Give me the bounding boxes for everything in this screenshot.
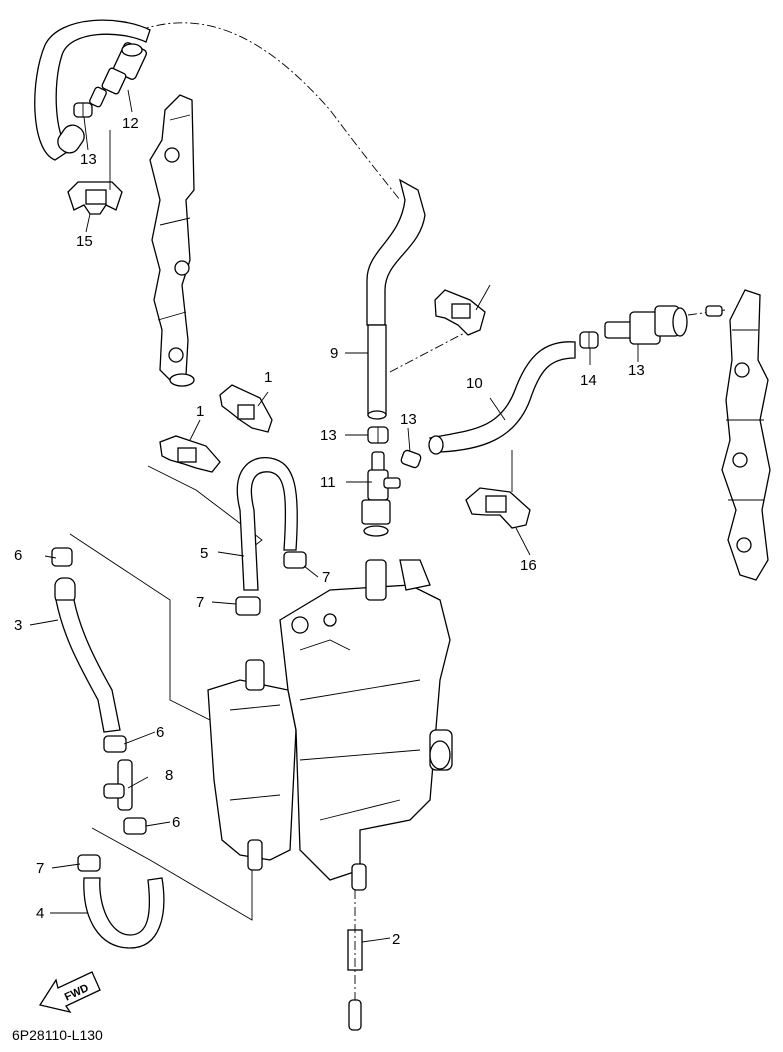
callout-4: 5 bbox=[200, 545, 208, 562]
hose-top-left bbox=[34, 19, 151, 161]
callout-5: 4 bbox=[36, 905, 44, 922]
holder-1-upper bbox=[219, 384, 273, 433]
clip-13-top-left bbox=[73, 102, 93, 118]
holder-1-lower bbox=[159, 435, 221, 473]
callout-3: 3 bbox=[14, 617, 22, 634]
callout-2: 2 bbox=[392, 931, 400, 948]
holder-16 bbox=[434, 289, 486, 336]
callout-14: 15 bbox=[76, 233, 93, 250]
callout-11-right: 13 bbox=[628, 362, 645, 379]
drawing-code: 6P28110-L130 bbox=[12, 1027, 103, 1043]
callout-11-top: 12 bbox=[122, 115, 139, 132]
callout-7-upper: 7 bbox=[322, 569, 330, 586]
lead-hose-5 bbox=[91, 827, 253, 921]
callout-13-center-right: 13 bbox=[400, 411, 417, 428]
callout-13-top: 13 bbox=[80, 151, 97, 168]
leader-lines bbox=[29, 89, 639, 943]
callout-6-upper: 6 bbox=[14, 547, 22, 564]
callout-9: 9 bbox=[330, 345, 338, 362]
hose-5 bbox=[83, 877, 165, 949]
hose-3 bbox=[54, 577, 121, 733]
lead-hose-3 bbox=[69, 533, 211, 721]
clip-13-center-right bbox=[400, 449, 422, 469]
joint-11-right bbox=[604, 305, 688, 345]
fuel-rail-right bbox=[721, 289, 771, 581]
fuel-rail-left bbox=[149, 94, 195, 387]
hose-4 bbox=[236, 456, 298, 591]
callout-6-lower: 6 bbox=[172, 814, 180, 831]
callout-1-upper: 1 bbox=[264, 369, 272, 386]
clip-7-middle bbox=[235, 596, 261, 616]
callout-15: 16 bbox=[520, 557, 537, 574]
lead-line-9 bbox=[389, 329, 471, 373]
nipple-right bbox=[705, 305, 723, 317]
callout-7-lower: 7 bbox=[36, 860, 44, 877]
callout-6-middle: 6 bbox=[156, 724, 164, 741]
holder-15 bbox=[465, 487, 531, 529]
callout-7-middle: 7 bbox=[196, 594, 204, 611]
callout-10: 10 bbox=[466, 375, 483, 392]
return-line-dashed bbox=[139, 22, 401, 201]
callout-8: 8 bbox=[165, 767, 173, 784]
hose-10 bbox=[428, 341, 576, 455]
clip-6-upper bbox=[51, 547, 73, 567]
holder-14 bbox=[67, 181, 123, 215]
joint-12 bbox=[361, 451, 401, 537]
fuel-filter-body bbox=[207, 559, 453, 891]
hose-2 bbox=[347, 890, 363, 1031]
callout-1-lower: 1 bbox=[196, 403, 204, 420]
clip-6-lower bbox=[123, 817, 147, 835]
joint-11-top bbox=[89, 42, 147, 108]
clip-13-center bbox=[367, 426, 389, 444]
fwd-arrow-icon: FWD bbox=[38, 971, 101, 1014]
callout-labels: 12 13 15 1 1 5 6 3 7 7 6 8 6 7 4 9 13 13… bbox=[14, 115, 645, 948]
callout-13-center: 13 bbox=[320, 427, 337, 444]
callout-12: 11 bbox=[320, 474, 336, 491]
clip-7-upper bbox=[283, 551, 307, 569]
clip-13-right bbox=[579, 331, 599, 349]
joint-8 bbox=[103, 759, 133, 811]
hose-9 bbox=[366, 178, 426, 420]
clip-6-middle bbox=[103, 735, 127, 753]
callout-13-right: 14 bbox=[580, 372, 597, 389]
clip-7-lower bbox=[77, 854, 101, 872]
